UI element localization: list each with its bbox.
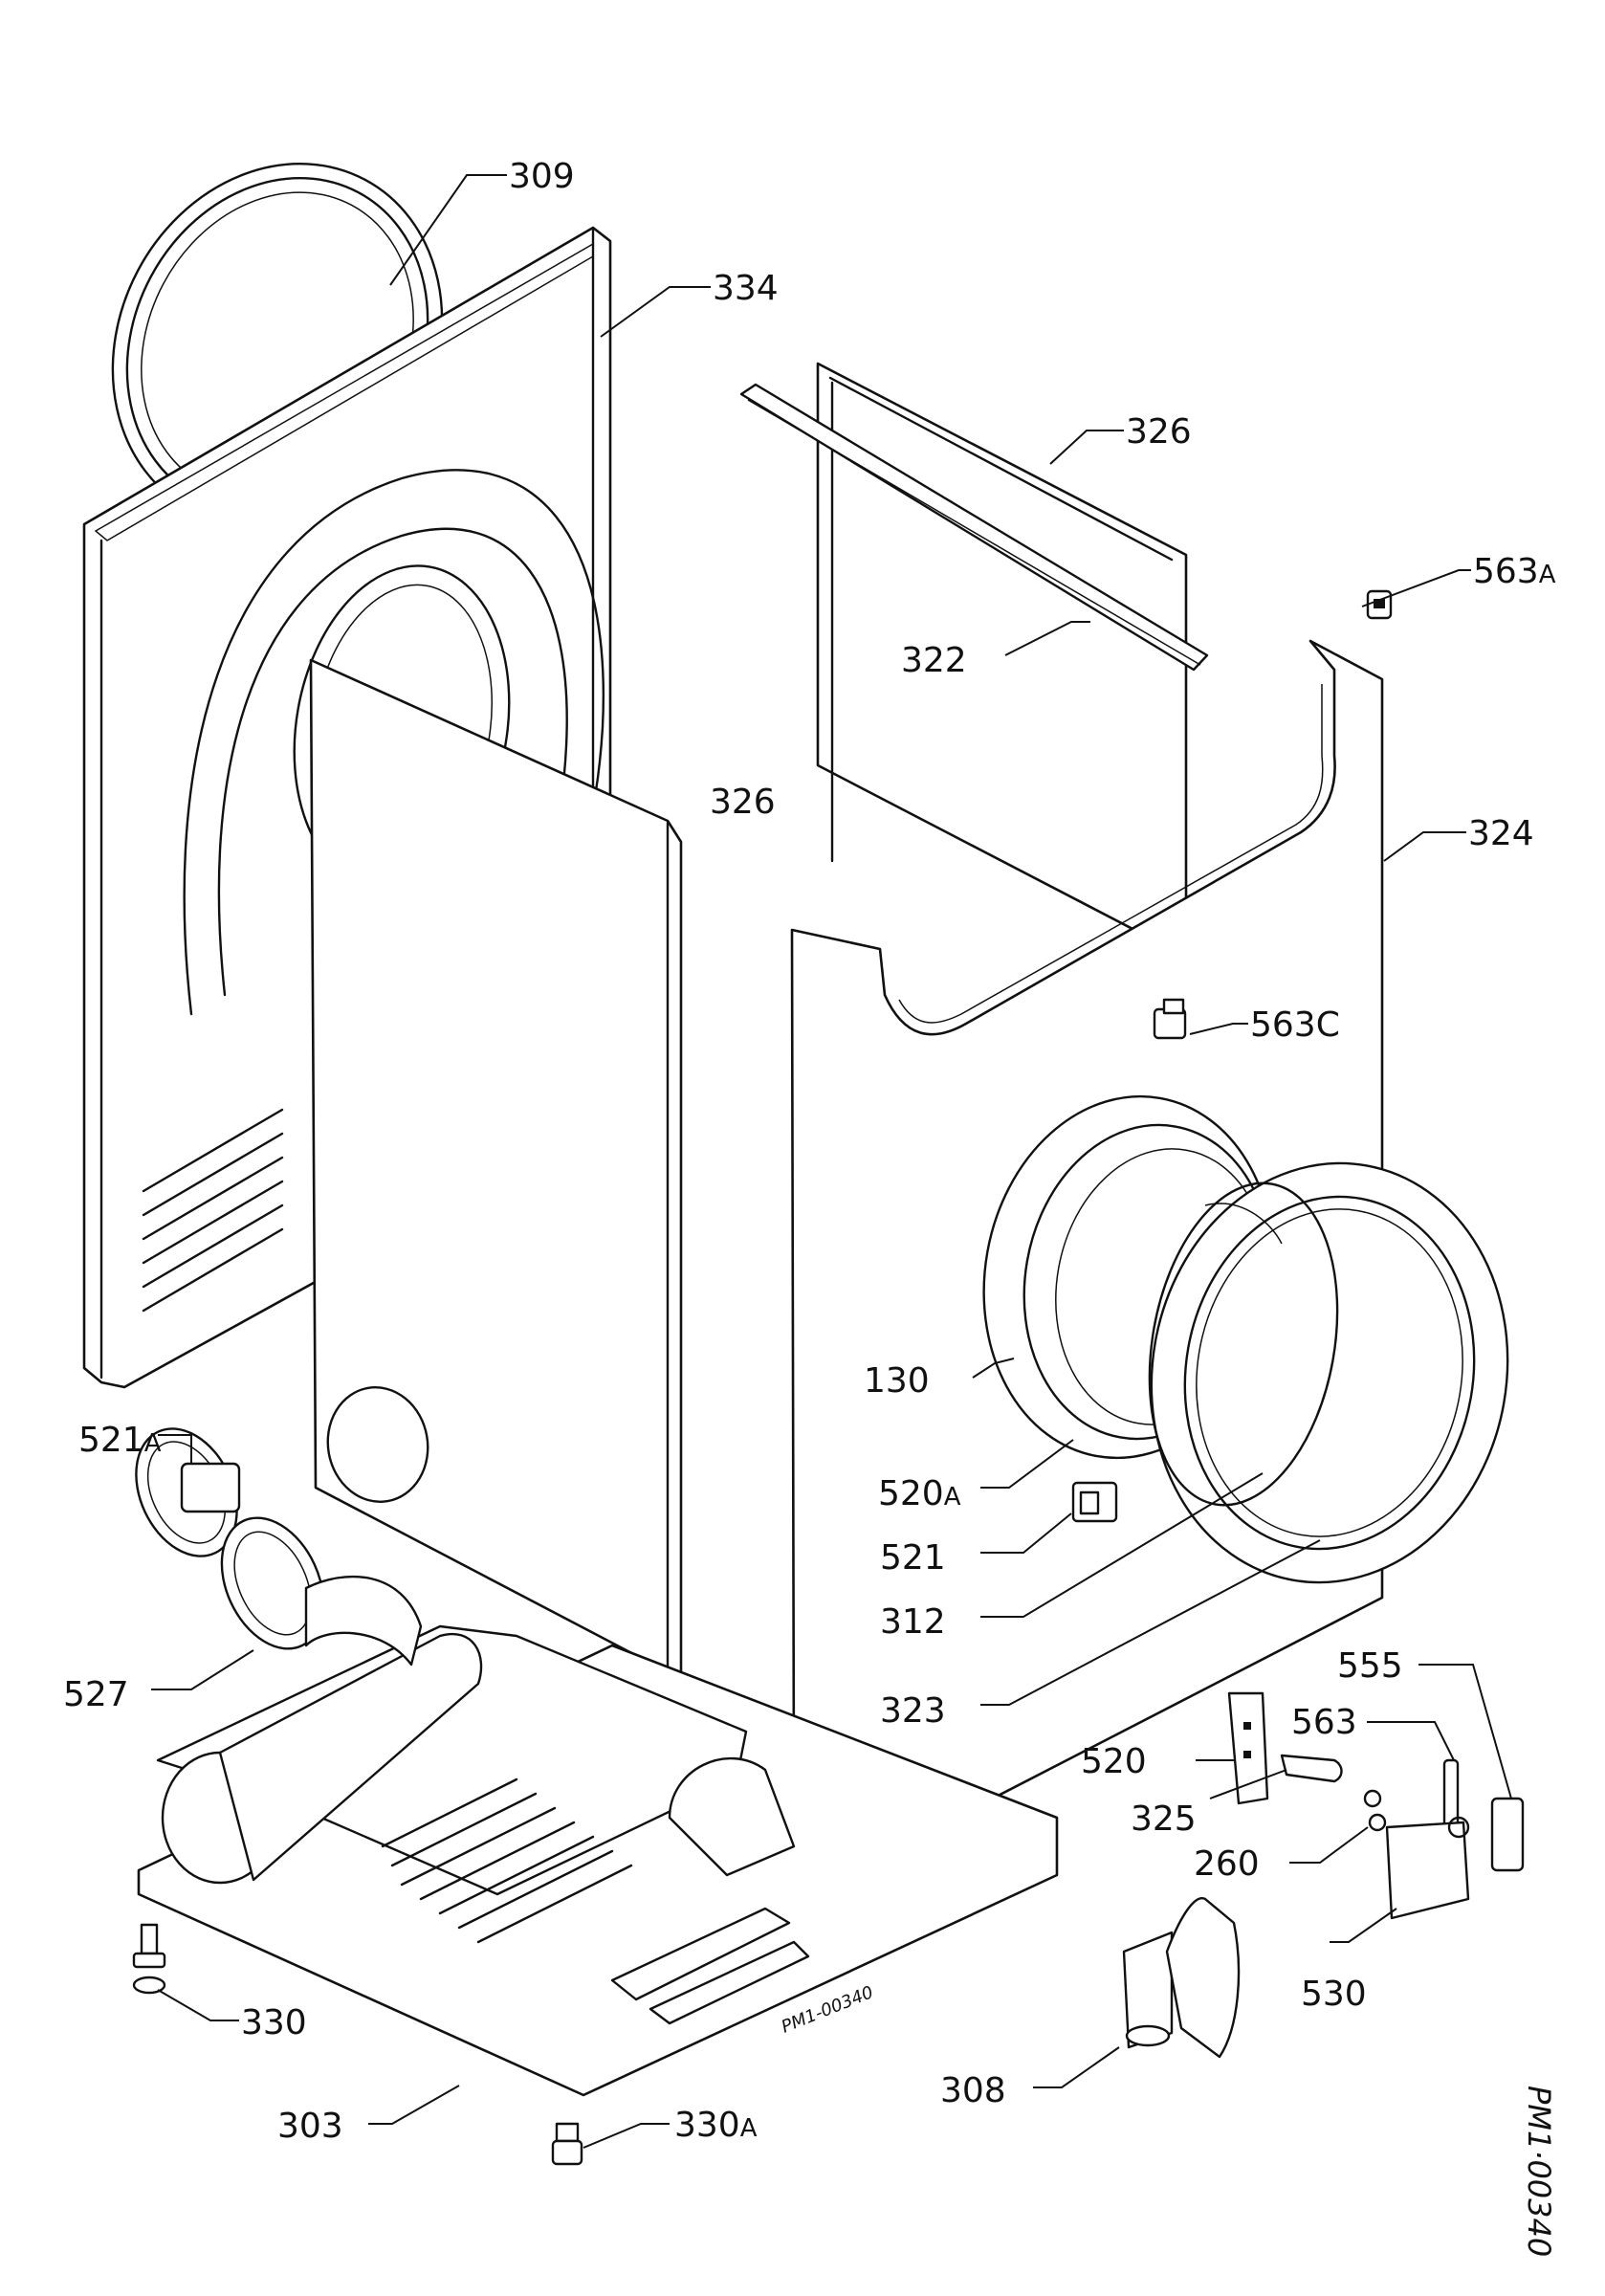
label-334: 334: [713, 269, 779, 308]
label-324: 324: [1468, 814, 1534, 853]
label-330: 330: [241, 2003, 307, 2042]
label-326-right: 326: [1126, 412, 1192, 452]
label-563a: 563A: [1473, 552, 1556, 591]
base-vent-slots: [381, 1777, 633, 1944]
label-563: 563: [1291, 1703, 1357, 1742]
part-530-lock: [1385, 1816, 1470, 1920]
label-563c: 563C: [1250, 1005, 1340, 1045]
label-527: 527: [63, 1675, 129, 1714]
part-303-base: [137, 1575, 1059, 2097]
label-520a: 520A: [878, 1474, 961, 1513]
part-521a-duct-coupling: [135, 1427, 241, 1557]
label-130: 130: [864, 1361, 930, 1401]
part-312-filter-ring: [1148, 1181, 1339, 1507]
part-325-lever: [1280, 1754, 1343, 1783]
part-322-trim-strip: [739, 383, 1209, 672]
part-330-foot: [132, 1923, 166, 1995]
label-530: 530: [1301, 1975, 1367, 2014]
part-563c-clip: [1153, 998, 1187, 1040]
part-326-side-panel-left: [309, 658, 683, 1681]
label-308: 308: [940, 2071, 1006, 2110]
part-521-latch: [1071, 1481, 1118, 1523]
label-521a: 521A: [78, 1421, 162, 1460]
leader-lines: [151, 174, 1512, 2149]
part-527-duct-ring: [220, 1516, 325, 1650]
label-309: 309: [509, 157, 575, 196]
part-563a-clip: [1366, 589, 1393, 620]
part-308-hinge: [1122, 1897, 1241, 2059]
label-555: 555: [1337, 1646, 1403, 1686]
part-326-side-panel-right: [816, 362, 1188, 959]
label-330a: 330A: [674, 2106, 758, 2145]
part-520-hinge-plate: [1227, 1691, 1269, 1805]
part-330a-foot: [551, 2122, 583, 2166]
label-325: 325: [1131, 1799, 1197, 1839]
part-260-spring: [1363, 1789, 1387, 1832]
label-322: 322: [901, 641, 967, 680]
label-520: 520: [1081, 1742, 1147, 1781]
rear-vent-slots: [142, 1108, 284, 1313]
label-326-left: 326: [710, 783, 776, 822]
label-312: 312: [880, 1602, 946, 1642]
side-drawing-code: PM1·00340: [1521, 2086, 1557, 2257]
label-521: 521: [880, 1538, 946, 1578]
label-323: 323: [880, 1691, 946, 1731]
part-555-tab: [1490, 1797, 1525, 1872]
label-260: 260: [1194, 1844, 1260, 1884]
callout-labels: 309 334 326 322 326 563A 324 563C 130 52…: [63, 157, 1556, 2146]
label-303: 303: [277, 2107, 343, 2146]
